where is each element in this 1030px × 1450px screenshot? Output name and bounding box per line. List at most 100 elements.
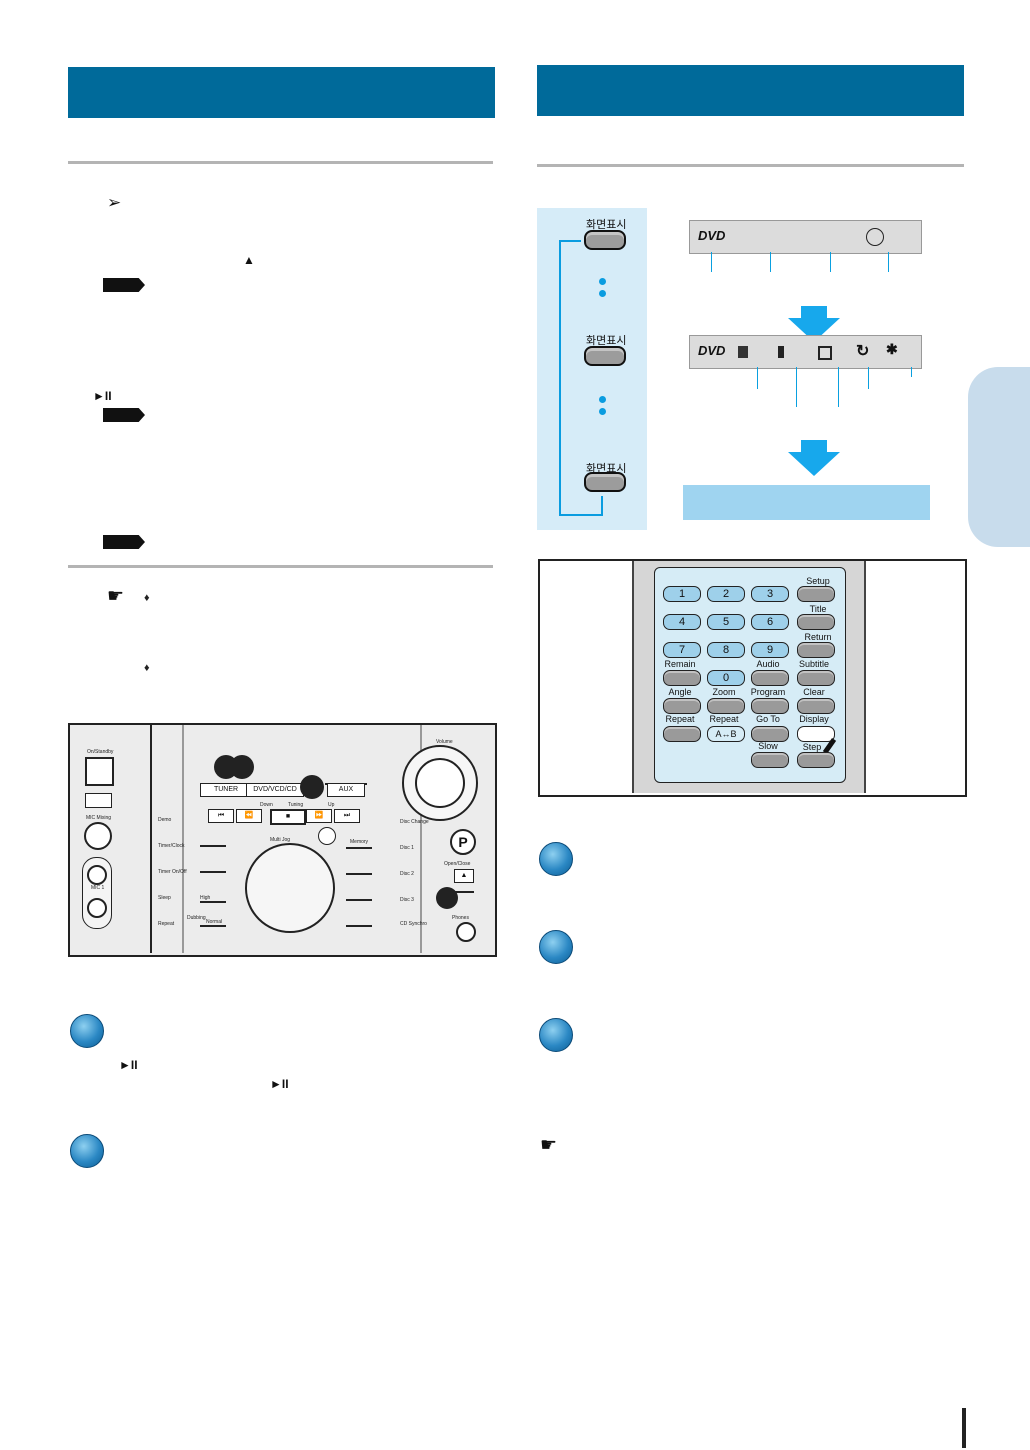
panel-button[interactable] <box>200 871 226 873</box>
display-key-button[interactable] <box>584 472 626 492</box>
fast-forward-button[interactable]: ⏩ <box>306 809 332 823</box>
right-divider-top <box>537 164 964 167</box>
return-button[interactable] <box>797 642 835 658</box>
title-button[interactable] <box>797 614 835 630</box>
goto-button[interactable] <box>751 726 789 742</box>
zoom-button[interactable] <box>707 698 745 714</box>
osd-pointer <box>757 367 758 389</box>
eject-icon: ▲ <box>243 253 255 267</box>
volume-knob-center <box>415 758 465 808</box>
small-button[interactable] <box>85 793 112 808</box>
volume-label: Volume <box>436 739 453 745</box>
note-tag <box>103 408 145 422</box>
angle-label: Angle <box>668 687 692 697</box>
normal-label: Normal <box>206 919 223 925</box>
timer-clock-label: Timer/Clock <box>158 843 185 849</box>
subtitle-button[interactable] <box>797 670 835 686</box>
panel-divider <box>182 725 184 953</box>
osd-pointer <box>911 367 912 377</box>
key-9[interactable]: 9 <box>751 642 789 658</box>
loop-line <box>559 240 561 516</box>
mic2-jack[interactable] <box>87 898 107 918</box>
subtitle-icon <box>738 346 748 358</box>
display-button-label: 화면표시 <box>586 218 627 231</box>
eject-button[interactable]: ▲ <box>454 869 474 883</box>
repeat-icon: ↻ <box>856 343 870 360</box>
panel-divider <box>420 725 422 953</box>
repeat-button[interactable] <box>663 726 701 742</box>
stop-button[interactable]: ■ <box>270 809 306 825</box>
clear-button[interactable] <box>797 698 835 714</box>
phones-jack[interactable] <box>456 922 476 942</box>
slow-button[interactable] <box>751 752 789 768</box>
left-section-banner <box>68 67 495 118</box>
key-4[interactable]: 4 <box>663 614 701 630</box>
osd-pointer <box>830 252 831 272</box>
hand-pointer-icon: ☛ <box>107 586 125 607</box>
panel-button[interactable] <box>346 873 372 875</box>
title-label: Title <box>809 604 827 614</box>
mic1-jack[interactable] <box>87 865 107 885</box>
program-button[interactable] <box>751 698 789 714</box>
osd-bar-first: DVD <box>689 220 922 254</box>
arrow-icon: ➢ <box>107 193 122 212</box>
display-button-label: 화면표시 <box>586 462 627 475</box>
tuning-label: Tuning <box>288 802 304 808</box>
key-2[interactable]: 2 <box>707 586 745 602</box>
dvd-vcd-cd-button[interactable]: DVD/VCD/CD <box>246 783 304 797</box>
normal-button[interactable] <box>200 925 226 927</box>
program-label: Program <box>750 687 786 697</box>
key-0[interactable]: 0 <box>707 670 745 686</box>
display-label: Display <box>799 714 829 724</box>
loop-line <box>601 496 603 516</box>
loop-line <box>559 240 581 242</box>
subtitle-label: Subtitle <box>798 659 830 669</box>
aux-button[interactable]: AUX <box>327 783 365 797</box>
camera-angle-icon: ✱ <box>886 341 898 357</box>
remain-button[interactable] <box>663 670 701 686</box>
clock-icon <box>866 228 884 246</box>
skip-forward-button[interactable]: ⏭ <box>334 809 360 823</box>
sequence-dot <box>599 396 606 403</box>
goto-label: Go To <box>756 714 780 724</box>
display-key-button[interactable] <box>584 346 626 366</box>
step-circle-icon <box>539 1018 573 1052</box>
multi-jog-dial[interactable] <box>245 843 335 933</box>
disc1-label: Disc 1 <box>400 845 414 851</box>
panel-button[interactable] <box>346 899 372 901</box>
panel-button[interactable] <box>346 925 372 927</box>
dvd-logo-icon: DVD <box>698 343 726 358</box>
disc-change-label: Disc Change <box>400 819 429 825</box>
key-3[interactable]: 3 <box>751 586 789 602</box>
display-key-button[interactable] <box>584 230 626 250</box>
round-button[interactable] <box>318 827 336 845</box>
angle-button[interactable] <box>663 698 701 714</box>
memory-label: Memory <box>350 839 369 845</box>
key-7[interactable]: 7 <box>663 642 701 658</box>
key-8[interactable]: 8 <box>707 642 745 658</box>
audio-button[interactable] <box>751 670 789 686</box>
page-edge-marker <box>962 1408 966 1448</box>
tuner-button[interactable]: TUNER <box>200 783 252 797</box>
rewind-button[interactable]: ⏪ <box>236 809 262 823</box>
panel-button[interactable] <box>200 845 226 847</box>
key-1[interactable]: 1 <box>663 586 701 602</box>
key-5[interactable]: 5 <box>707 614 745 630</box>
repeat-ab-button[interactable]: A↔B <box>707 726 745 742</box>
audio-label: Audio <box>756 659 780 669</box>
memory-button[interactable] <box>346 847 372 849</box>
sequence-dot <box>599 408 606 415</box>
key-6[interactable]: 6 <box>751 614 789 630</box>
mic-mixing-knob[interactable] <box>84 822 112 850</box>
setup-button[interactable] <box>797 586 835 602</box>
high-button[interactable] <box>200 901 226 903</box>
osd-pointer <box>796 367 797 407</box>
osd-pointer <box>888 252 889 272</box>
display-button[interactable] <box>797 726 835 742</box>
step-button[interactable] <box>797 752 835 768</box>
timer-onoff-label: Timer On/Off <box>158 869 187 875</box>
display-button-sequence: 화면표시 화면표시 화면표시 <box>537 208 647 530</box>
power-button[interactable] <box>85 757 114 786</box>
loop-line <box>559 514 603 516</box>
skip-back-button[interactable]: ⏮ <box>208 809 234 823</box>
